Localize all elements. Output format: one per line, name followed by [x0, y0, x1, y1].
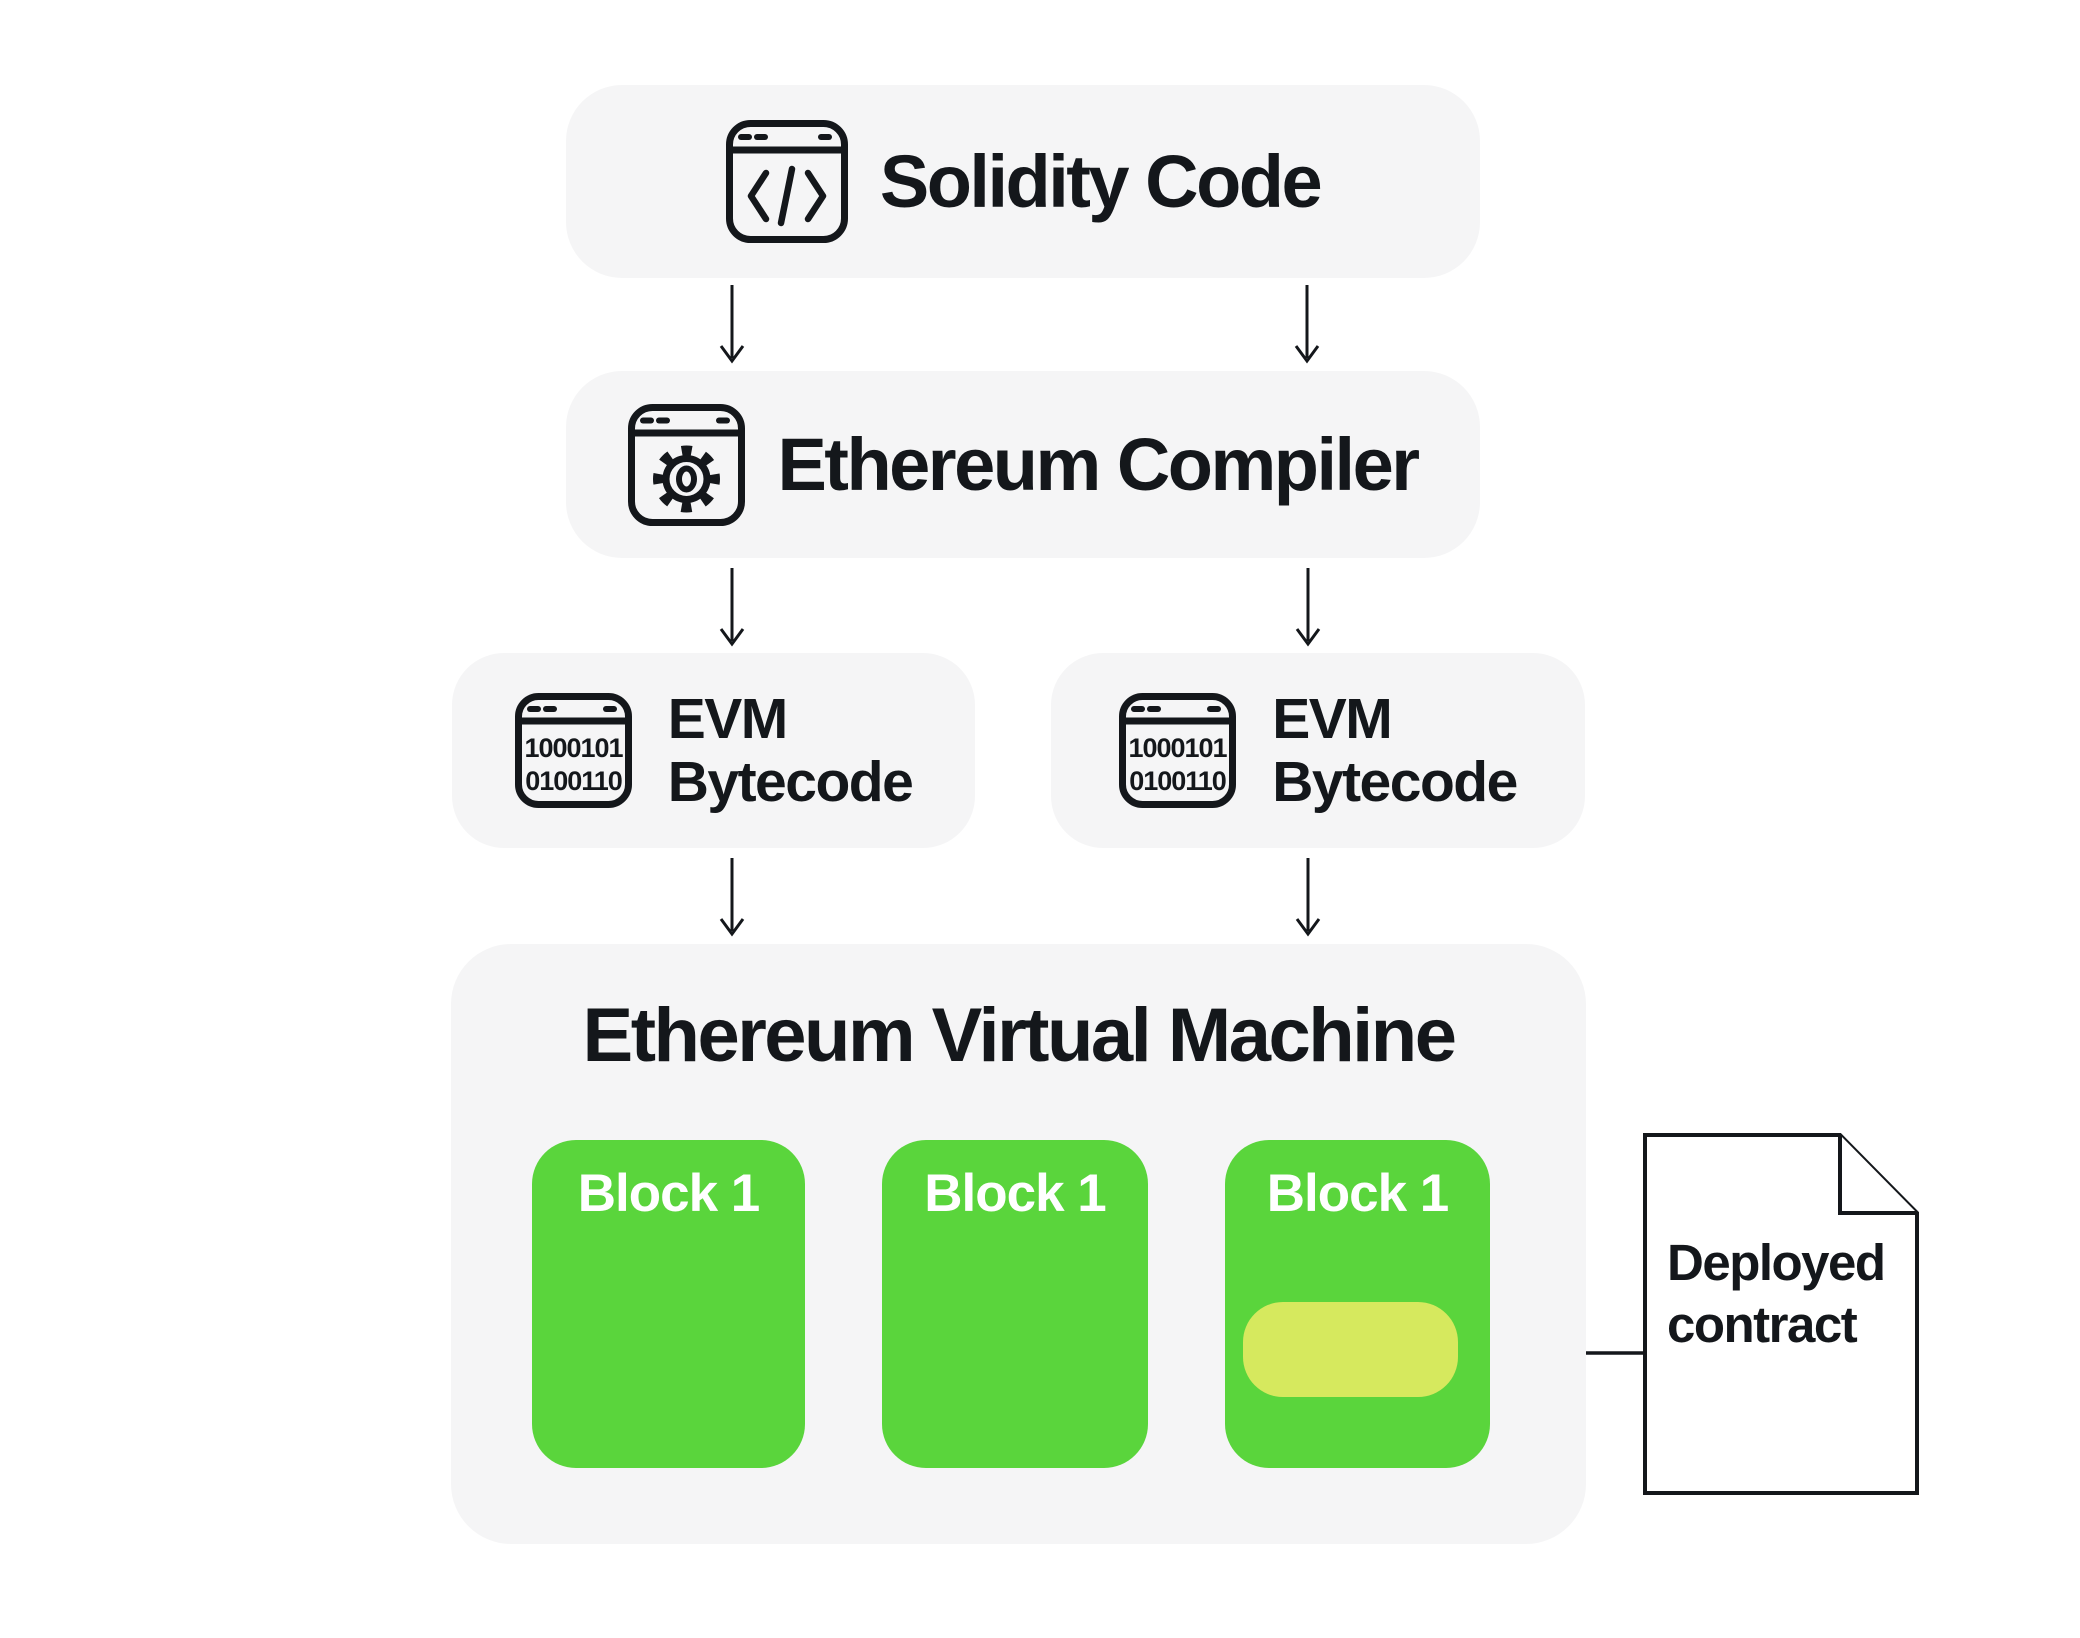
- binary-row: 0100110: [1129, 766, 1226, 796]
- arrow-bytecode-to-evm-right: [1295, 858, 1321, 937]
- block-label: Block 1: [577, 1164, 761, 1223]
- arrow-solidity-to-compiler-right: [1294, 285, 1320, 364]
- node-evm-bytecode-left: 1000101 0100110 EVM Bytecode: [452, 653, 975, 848]
- code-window-icon: [725, 120, 848, 243]
- arrow-compiler-to-bytecode-left: [719, 568, 745, 647]
- deployed-contract-line2: contract: [1667, 1296, 1858, 1353]
- deployed-contract-line1: Deployed: [1667, 1234, 1886, 1291]
- node-label: Solidity Code: [879, 140, 1323, 223]
- deployed-contract-label: Deployed contract: [1667, 1232, 1886, 1356]
- gear-window-icon: [628, 403, 746, 526]
- node-label-line2: Bytecode: [667, 749, 914, 814]
- node-ethereum-virtual-machine: Ethereum Virtual Machine Block 1 Block 1…: [451, 944, 1586, 1544]
- binary-window-icon: 1000101 0100110: [1119, 693, 1237, 808]
- node-label: Ethereum Compiler: [777, 423, 1420, 506]
- arrow-compiler-to-bytecode-right: [1295, 568, 1321, 647]
- block-label: Block 1: [924, 1164, 1107, 1223]
- node-label: EVM Bytecode: [667, 686, 914, 814]
- binary-row: 1000101: [1129, 733, 1228, 763]
- node-ethereum-compiler: Ethereum Compiler: [566, 371, 1480, 558]
- node-label-line1: EVM: [1272, 686, 1393, 751]
- node-label-line2: Bytecode: [1272, 749, 1518, 814]
- block-label: Block 1: [1266, 1164, 1450, 1223]
- evm-block: Block 1: [882, 1140, 1148, 1468]
- evm-block: Block 1: [1225, 1140, 1490, 1468]
- evm-title: Ethereum Virtual Machine: [582, 993, 1457, 1078]
- arrow-solidity-to-compiler-left: [719, 285, 745, 364]
- node-label-line1: EVM: [667, 686, 789, 751]
- binary-window-icon: 1000101 0100110: [514, 693, 632, 808]
- node-evm-bytecode-right: 1000101 0100110 EVM Bytecode: [1051, 653, 1585, 848]
- arrow-bytecode-to-evm-left: [719, 858, 745, 937]
- binary-row: 1000101: [524, 733, 623, 763]
- node-solidity-code: Solidity Code: [566, 85, 1480, 278]
- node-label: EVM Bytecode: [1272, 686, 1518, 814]
- evm-block: Block 1: [532, 1140, 805, 1468]
- deployed-contract-chip: [1243, 1302, 1458, 1397]
- binary-row: 0100110: [525, 766, 622, 796]
